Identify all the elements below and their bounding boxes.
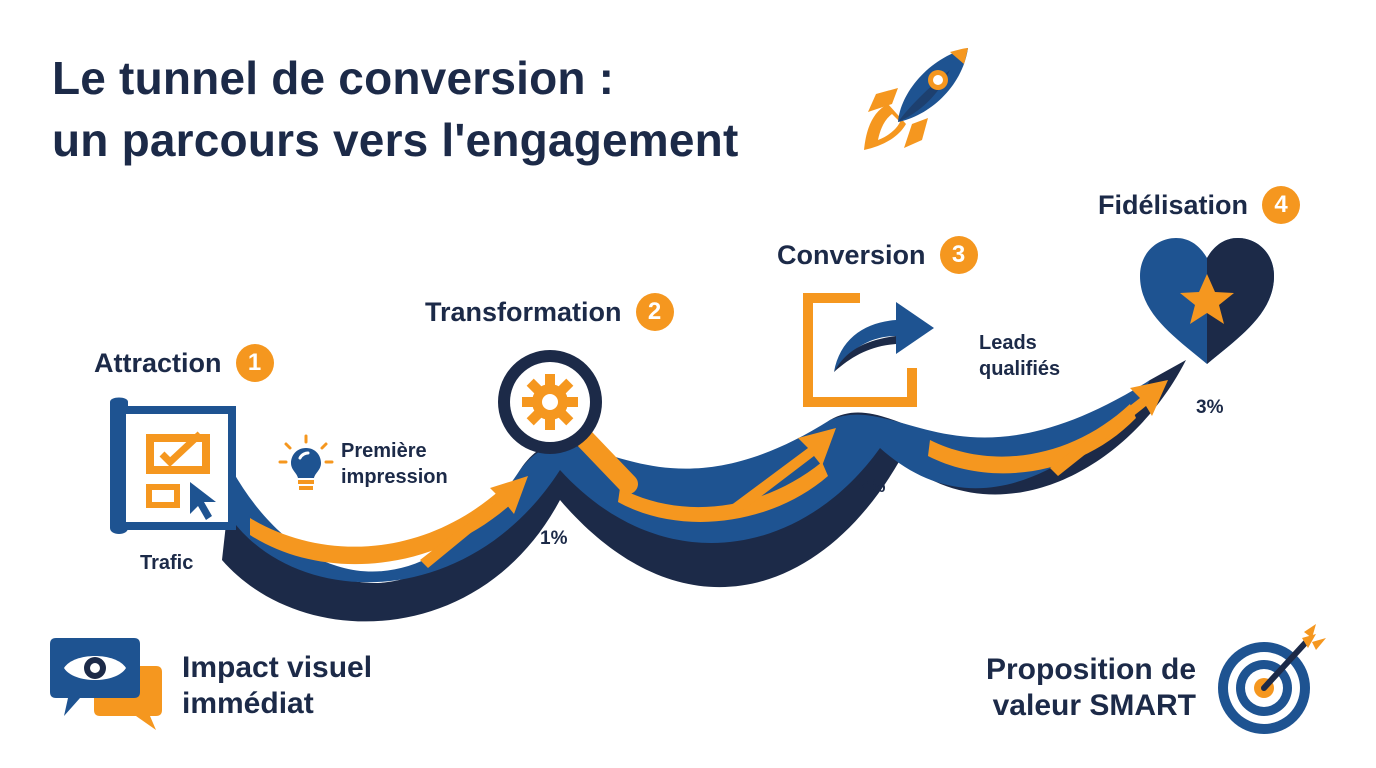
- title-line-2: un parcours vers l'engagement: [52, 113, 739, 166]
- checklist-board-icon: [104, 396, 254, 546]
- target-arrow-icon: [1212, 620, 1332, 740]
- footer-left-text: Impact visuel immédiat: [182, 650, 372, 722]
- step-1-label: Attraction 1: [94, 344, 274, 382]
- premiere-line-1: Première: [341, 440, 427, 462]
- footer-left-line-1: Impact visuel: [182, 651, 373, 684]
- footer-right-line-2: valeur SMART: [992, 689, 1196, 722]
- step-2-badge: 2: [635, 293, 674, 331]
- share-arrow-box-icon: [800, 288, 940, 408]
- page-title: Le tunnel de conversion : un parcours ve…: [52, 48, 739, 171]
- premiere-impression-label: Première impression: [341, 438, 448, 490]
- step-4-label: Fidélisation 4: [1098, 186, 1301, 224]
- leads-line-1: Leads: [979, 332, 1037, 354]
- step-2-label: Transformation 2: [425, 293, 674, 331]
- magnifier-gear-icon: [492, 344, 642, 494]
- step-3-badge: 3: [939, 236, 978, 274]
- leads-line-2: qualifiés: [979, 358, 1061, 380]
- heart-star-icon: [1136, 234, 1278, 368]
- lightbulb-icon: [276, 434, 336, 494]
- pct-1: 1%: [540, 528, 568, 549]
- pct-3: 3%: [1196, 397, 1224, 418]
- step-2-text: Transformation: [425, 296, 622, 327]
- step-3-label: Conversion 3: [777, 236, 978, 274]
- leads-qualifies-label: Leads qualifiés: [979, 330, 1060, 382]
- premiere-line-2: impression: [341, 466, 448, 488]
- title-line-1: Le tunnel de conversion :: [52, 52, 615, 104]
- step-4-badge: 4: [1262, 186, 1301, 224]
- footer-right-line-1: Proposition de: [986, 653, 1196, 686]
- step-1-badge: 1: [235, 344, 274, 382]
- trafic-label: Trafic: [140, 552, 194, 574]
- pct-2: 2%: [858, 476, 886, 497]
- eye-speech-bubble-icon: [50, 636, 164, 732]
- footer-left-line-2: immédiat: [182, 687, 314, 720]
- step-1-text: Attraction: [94, 347, 222, 378]
- rocket-icon: [858, 42, 978, 157]
- footer-right-text: Proposition de valeur SMART: [974, 652, 1196, 724]
- step-4-text: Fidélisation: [1098, 189, 1249, 220]
- step-3-text: Conversion: [777, 239, 926, 270]
